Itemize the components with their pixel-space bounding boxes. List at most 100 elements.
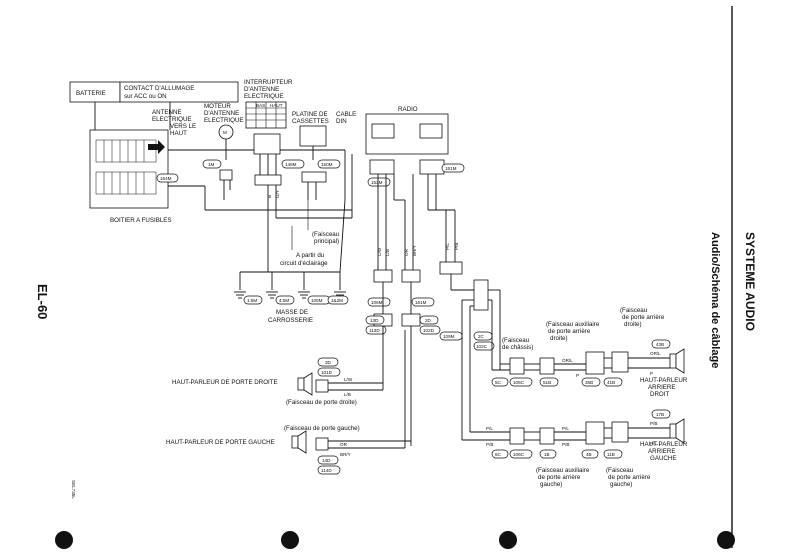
- speaker-icon: [669, 353, 677, 369]
- to-top-sublabel: HAUT: [170, 130, 187, 137]
- connector-label: 43B: [656, 342, 664, 347]
- door-connector: [401, 313, 421, 327]
- radio-label: RADIO: [398, 106, 418, 113]
- connector-4b: [581, 449, 599, 459]
- front-left-speaker-label: HAUT-PARLEUR DE PORTE GAUCHE: [166, 439, 275, 446]
- connector-label: 101D: [321, 370, 333, 375]
- arrow-up-icon: [148, 140, 165, 154]
- radio-connector-right: [419, 159, 445, 175]
- wire-label: P: [576, 373, 579, 378]
- ground-icon: [298, 291, 310, 299]
- section-title: SYSTEME AUDIO: [743, 232, 757, 331]
- connector-label: 2C: [478, 334, 485, 339]
- wire-label: P/B: [650, 421, 657, 426]
- connector-label: 152M: [371, 180, 383, 185]
- wire-label: P/B: [454, 243, 459, 250]
- connector-106c: [509, 449, 533, 459]
- connector-label: 1M: [208, 162, 215, 167]
- connector-label: 4:5M: [279, 298, 289, 303]
- rear-left-connector: [585, 421, 605, 445]
- fuse: [95, 171, 157, 195]
- speaker-cone-icon: [675, 348, 685, 374]
- binder-hole: [55, 531, 73, 549]
- binder-hole: [281, 531, 299, 549]
- switch-label: INTERRUPTEUR: [244, 79, 293, 86]
- aux-rear-right-sublabel-2: droite): [550, 335, 568, 342]
- antenna-sublabel: ELECTRIQUE: [152, 116, 192, 123]
- main-harness-label: (Faisceau: [312, 231, 340, 238]
- connector-label: 4B: [586, 452, 592, 457]
- harness-connector: [473, 279, 489, 311]
- connector-label: 154M: [160, 176, 172, 181]
- connector-152m: [367, 177, 391, 187]
- mid-connector: [373, 269, 393, 283]
- speaker-cone-icon: [303, 372, 313, 396]
- wire-label: G/Y: [275, 190, 280, 198]
- connector-11b: [603, 449, 623, 459]
- svg-text:M: M: [223, 130, 227, 135]
- illumination-label: A partir du: [296, 252, 325, 259]
- connector-14d: [317, 455, 339, 465]
- connector-label: 151M: [445, 166, 457, 171]
- binder-hole: [717, 531, 735, 549]
- connector-43b: [651, 339, 671, 349]
- speaker-cone-icon: [297, 430, 307, 454]
- section-subtitle: Audio/Schéma de câblage: [709, 232, 721, 368]
- connector-1m: [202, 159, 222, 169]
- connector-4-5m: [275, 295, 295, 305]
- rear-left-speaker-sublabel: ARRIERE: [648, 448, 676, 455]
- aux-rear-right-sublabel: de porte arrière: [548, 328, 591, 335]
- connector-label: 102C: [476, 344, 488, 349]
- battery-label: BATTERIE: [76, 90, 106, 97]
- connector-6c: [491, 449, 509, 459]
- fuse-box-label: BOITIER A FUSIBLES: [110, 217, 172, 224]
- connector-51b: [539, 377, 559, 387]
- connector-150m: [317, 159, 341, 169]
- wire-label: P/L: [486, 426, 493, 431]
- connector-label: 102D: [423, 328, 435, 333]
- switch-sublabel: D'ANTENNE: [244, 86, 279, 93]
- connector-label: 161M: [415, 300, 427, 305]
- connector-3d: [317, 357, 339, 367]
- switch-connector: [254, 174, 282, 186]
- connector-151m: [441, 163, 465, 173]
- ground-sublabel: CARROSSERIE: [268, 317, 313, 324]
- chassis-harness-label: (Faisceau: [502, 337, 530, 344]
- ignition-label: CONTACT D'ALLUMAGE: [124, 85, 194, 92]
- front-right-speaker-label: HAUT-PARLEUR DE PORTE DROITE: [172, 379, 278, 386]
- connector-label: 105C: [513, 380, 525, 385]
- rear-left-speaker-sublabel-2: GAUCHE: [650, 455, 676, 462]
- rear-right-harness-sublabel-2: droite): [624, 321, 642, 328]
- connector-label: 51B: [543, 380, 551, 385]
- ground-icon: [266, 291, 278, 299]
- wire-label: B: [267, 195, 272, 198]
- connector-105c: [509, 377, 533, 387]
- switch-sublabel-2: ELECTRIQUE: [244, 93, 284, 100]
- rear-left-harness-sublabel-2: gauche): [610, 481, 632, 488]
- connector-label: 106M: [371, 300, 383, 305]
- antenna-label: ANTENNE: [152, 109, 182, 116]
- wire-label: P: [650, 371, 653, 376]
- front-left-harness-label: (Faisceau de porte gauche): [284, 425, 360, 432]
- wire-label: L/W: [377, 247, 382, 256]
- connector-label: 2D: [425, 318, 432, 323]
- wire-label: BR/Y: [340, 452, 351, 457]
- rear-right-speaker-sublabel-2: DROIT: [650, 391, 669, 398]
- connector-label: 105M: [311, 298, 323, 303]
- connector-106m: [367, 297, 391, 307]
- rear-right-connector: [585, 351, 605, 375]
- connector-1-2m: [327, 295, 349, 305]
- cassette-sublabel: CASSETTES: [292, 118, 329, 125]
- page-code: EL-60: [35, 284, 50, 319]
- wire-label: P/L: [650, 441, 657, 446]
- wire-label: L/B: [385, 249, 390, 256]
- connector-2d: [419, 315, 439, 325]
- wire-label: P/L: [562, 426, 569, 431]
- wire-label: OR: [404, 248, 409, 256]
- speaker-icon: [669, 423, 677, 439]
- connector-label: 1B: [544, 452, 550, 457]
- din-label: CABLE: [336, 111, 356, 118]
- main-harness-sublabel: principal): [314, 238, 339, 245]
